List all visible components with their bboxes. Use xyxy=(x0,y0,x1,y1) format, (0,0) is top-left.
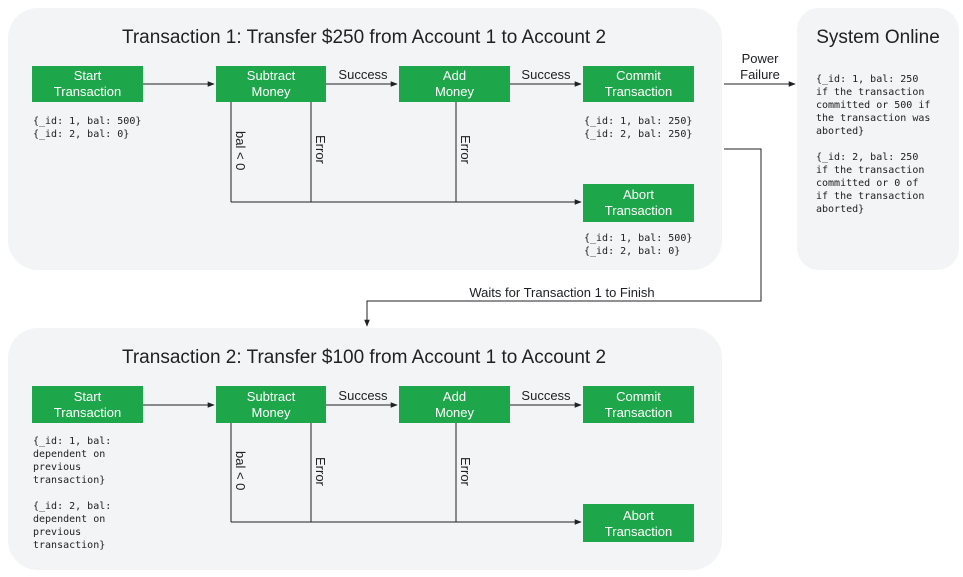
t2-state1-line1: {_id: 1, bal: xyxy=(33,436,111,447)
transaction1-title: Transaction 1: Transfer $250 from Accoun… xyxy=(122,27,606,48)
t1-bal-check-label: bal < 0 xyxy=(233,131,248,170)
t2-add-money-box: Add Money xyxy=(399,386,510,423)
power-failure-label-line2: Failure xyxy=(740,67,780,82)
t2-commit-line2: Transaction xyxy=(605,405,672,420)
t2-success-label-1: Success xyxy=(338,388,388,403)
t1-start-line2: Transaction xyxy=(54,84,121,99)
system-online-note2-line2: if the transaction xyxy=(816,165,924,176)
t1-abort-state-1: {_id: 1, bal: 500} xyxy=(584,233,692,244)
t1-success-label-2: Success xyxy=(521,67,571,82)
waits-for-transaction-arrow xyxy=(364,148,762,327)
system-online-note1-line4: the transaction was xyxy=(816,113,930,124)
t1-commit-state-1: {_id: 1, bal: 250} xyxy=(584,116,692,127)
t2-state1-line2: dependent on xyxy=(33,449,105,460)
system-online-note2-line1: {_id: 2, bal: 250 xyxy=(816,152,918,163)
t2-add-line1: Add xyxy=(443,389,466,404)
t2-subtract-money-box: Subtract Money xyxy=(216,386,326,423)
transaction2-title: Transaction 2: Transfer $100 from Accoun… xyxy=(122,347,606,368)
t2-abort-line1: Abort xyxy=(623,508,654,523)
system-online-note1-line3: committed or 500 if xyxy=(816,100,930,111)
transaction2-panel xyxy=(8,328,722,570)
t1-abort-state-2: {_id: 2, bal: 0} xyxy=(584,246,680,257)
t2-start-line1: Start xyxy=(74,389,102,404)
t2-state2-line4: transaction} xyxy=(33,540,105,551)
t1-abort-line2: Transaction xyxy=(605,203,672,218)
t1-error-label-2: Error xyxy=(458,135,473,165)
t2-bal-check-label: bal < 0 xyxy=(233,451,248,490)
t2-success-label-2: Success xyxy=(521,388,571,403)
t1-subtract-line2: Money xyxy=(251,84,291,99)
t2-state1-line3: previous xyxy=(33,462,81,473)
t1-abort-line1: Abort xyxy=(623,187,654,202)
t2-add-line2: Money xyxy=(435,405,475,420)
t2-abort-transaction-box: Abort Transaction xyxy=(583,504,694,542)
t1-success-label-1: Success xyxy=(338,67,388,82)
t2-error-label-2: Error xyxy=(458,457,473,487)
system-online-note1-line2: if the transaction xyxy=(816,87,924,98)
t2-subtract-line2: Money xyxy=(251,405,291,420)
t1-add-line2: Money xyxy=(435,84,475,99)
system-online-note1-line1: {_id: 1, bal: 250 xyxy=(816,74,918,85)
power-failure-label-line1: Power xyxy=(742,51,780,66)
t2-start-line2: Transaction xyxy=(54,405,121,420)
t1-subtract-money-box: Subtract Money xyxy=(216,66,326,102)
t1-commit-state-2: {_id: 2, bal: 250} xyxy=(584,129,692,140)
system-online-note2-line3: committed or 0 of xyxy=(816,178,918,189)
t2-start-transaction-box: Start Transaction xyxy=(32,386,143,423)
t2-state2-line1: {_id: 2, bal: xyxy=(33,501,111,512)
t1-start-state-2: {_id: 2, bal: 0} xyxy=(33,129,129,140)
t2-state2-line3: previous xyxy=(33,527,81,538)
t1-add-money-box: Add Money xyxy=(399,66,510,102)
system-online-note2-line5: aborted} xyxy=(816,204,864,215)
t1-start-state-1: {_id: 1, bal: 500} xyxy=(33,116,141,127)
transaction1-panel xyxy=(8,8,722,270)
t1-commit-transaction-box: Commit Transaction xyxy=(583,66,694,102)
t2-abort-line2: Transaction xyxy=(605,524,672,539)
t2-error-label-1: Error xyxy=(313,457,328,487)
t1-abort-transaction-box: Abort Transaction xyxy=(583,184,694,222)
t1-add-line1: Add xyxy=(443,68,466,83)
t1-start-line1: Start xyxy=(74,68,102,83)
system-online-note2-line4: if the transaction xyxy=(816,191,924,202)
t2-state2-line2: dependent on xyxy=(33,514,105,525)
system-online-title: System Online xyxy=(816,27,940,48)
t1-start-transaction-box: Start Transaction xyxy=(32,66,143,102)
t2-commit-line1: Commit xyxy=(616,389,661,404)
system-online-panel xyxy=(797,8,959,270)
system-online-note1-line5: aborted} xyxy=(816,126,864,137)
t1-commit-line1: Commit xyxy=(616,68,661,83)
t2-commit-transaction-box: Commit Transaction xyxy=(583,386,694,423)
waits-label: Waits for Transaction 1 to Finish xyxy=(469,285,654,300)
t2-state1-line4: transaction} xyxy=(33,475,105,486)
t2-subtract-line1: Subtract xyxy=(247,389,296,404)
t1-error-label-1: Error xyxy=(313,135,328,165)
t1-subtract-line1: Subtract xyxy=(247,68,296,83)
t1-commit-line2: Transaction xyxy=(605,84,672,99)
